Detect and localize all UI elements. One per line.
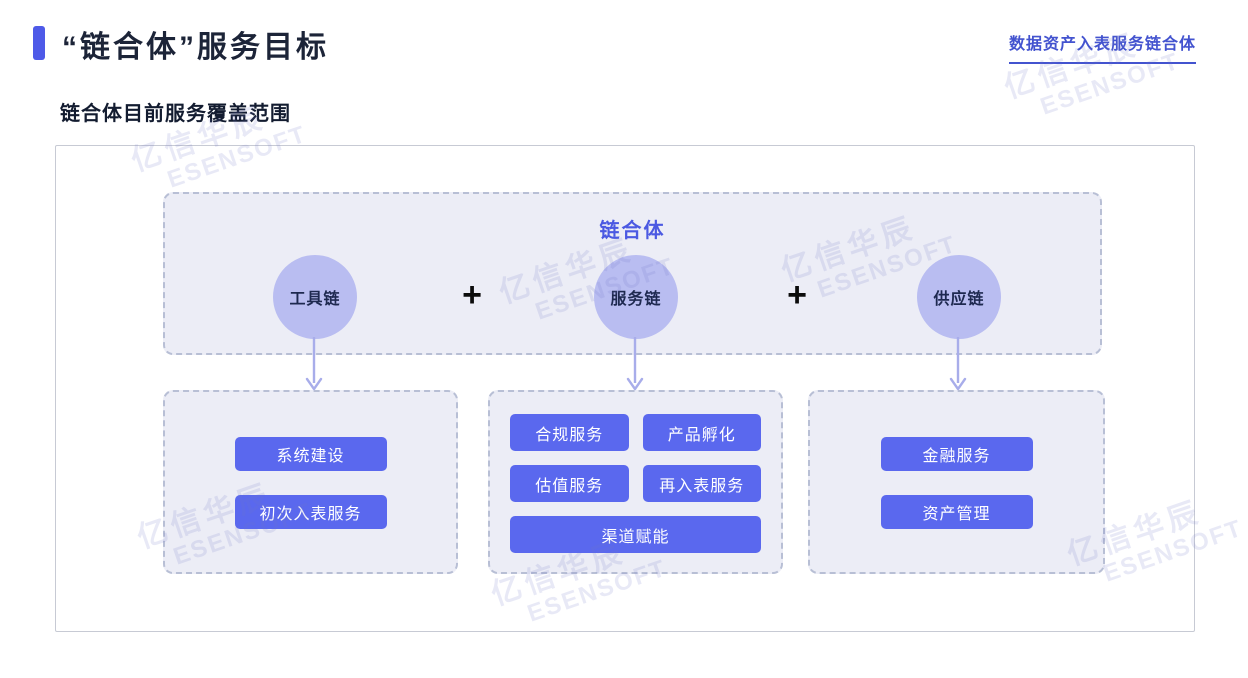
down-arrow-icon [305,337,323,391]
down-arrow-icon [949,337,967,391]
title-accent-bar [33,26,45,60]
service-item: 系统建设 [234,437,387,471]
union-title: 链合体 [599,220,666,242]
down-arrow-icon [626,337,644,391]
header-link[interactable]: 数据资产入表服务链合体 [1008,30,1196,64]
group-box-tool-chain: 系统建设 初次入表服务 [163,390,458,574]
group-box-supply-chain: 金融服务 资产管理 [808,390,1105,574]
service-item: 估值服务 [510,465,629,502]
chain-label: 工具链 [289,291,341,308]
service-item: 再入表服务 [642,465,761,502]
plus-sign: + [462,276,482,314]
service-item: 初次入表服务 [234,495,387,529]
diagram-board: 链合体 工具链 + 服务链 + 供应链 系统建设 初次入表服务 合规服务 [55,145,1195,632]
chain-circle-tool: 工具链 [273,255,357,339]
chain-circle-service: 服务链 [594,255,678,339]
page-title: “链合体”服务目标 [62,31,329,64]
service-item: 合规服务 [510,414,629,451]
service-item: 资产管理 [880,495,1033,529]
plus-sign: + [787,276,807,314]
union-box: 链合体 工具链 + 服务链 + 供应链 [163,192,1102,355]
section-subtitle: 链合体目前服务覆盖范围 [60,103,291,125]
chain-label: 供应链 [933,291,985,308]
chain-circle-supply: 供应链 [917,255,1001,339]
service-item: 金融服务 [880,437,1033,471]
service-item: 产品孵化 [642,414,761,451]
service-item: 渠道赋能 [510,516,761,553]
chain-label: 服务链 [610,291,662,308]
group-box-service-chain: 合规服务 产品孵化 估值服务 再入表服务 渠道赋能 [488,390,783,574]
